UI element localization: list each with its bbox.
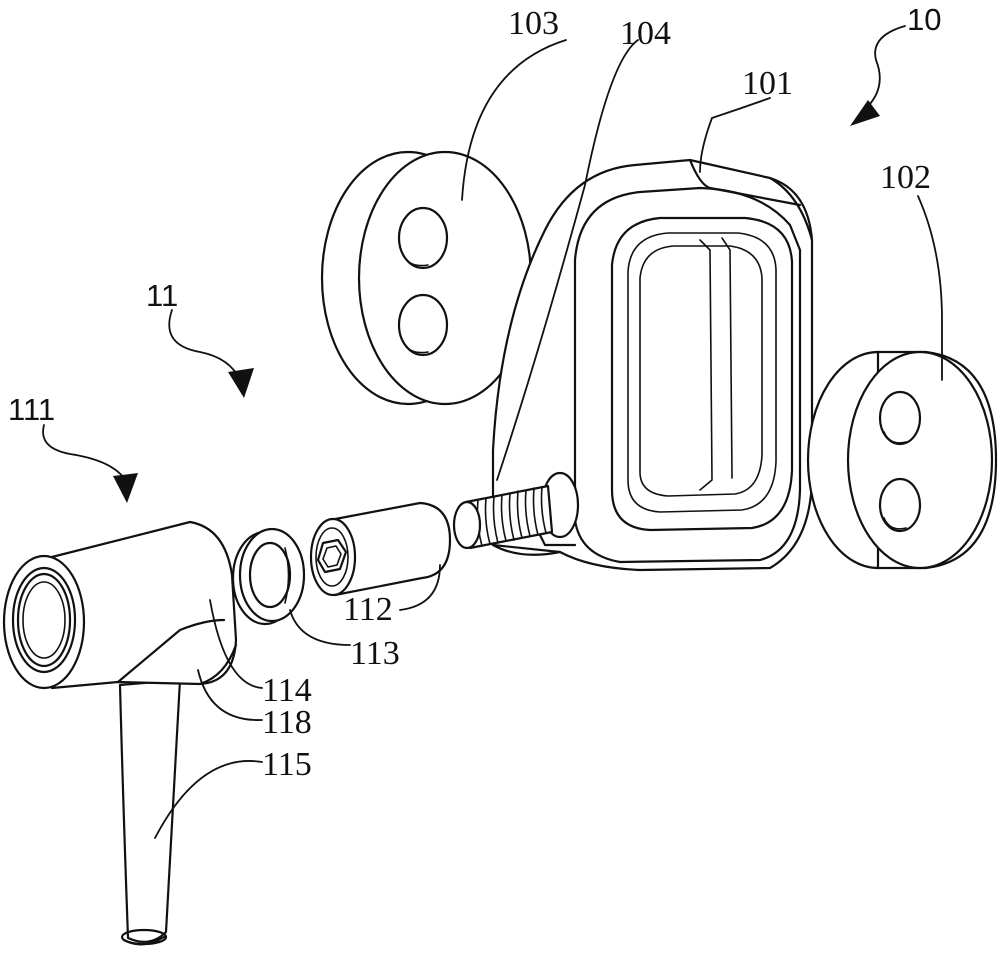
reference-numerals: 10 101 102 103 104 11 111 112 113 114 11… [8, 2, 941, 783]
label-10: 10 [907, 2, 941, 37]
arrow-10 [861, 25, 906, 113]
label-101: 101 [742, 65, 793, 102]
washer-113 [231, 527, 306, 626]
label-11: 11 [146, 278, 178, 313]
label-102: 102 [880, 159, 931, 196]
threaded-screw-104 [452, 471, 580, 550]
handle-assembly-111 [2, 520, 238, 946]
arrow-head-icon [850, 100, 880, 126]
disc-103 [320, 150, 533, 406]
disc-102-hole-upper [878, 390, 922, 446]
disc-102-hole-lower [878, 477, 922, 533]
disc-102 [806, 350, 998, 570]
arrow-111 [42, 424, 125, 479]
disc-103-hole-upper [397, 206, 449, 270]
label-118: 118 [262, 704, 312, 741]
hex-sleeve-112 [309, 501, 452, 597]
screw-threads [476, 486, 547, 547]
label-111: 111 [8, 392, 55, 427]
label-114: 114 [262, 672, 312, 709]
reference-arrows [42, 25, 906, 503]
arrow-11 [168, 309, 241, 381]
label-112: 112 [343, 591, 393, 628]
disc-103-hole-lower [397, 293, 449, 357]
bracket-frame-101 [491, 158, 814, 572]
leader-lines [154, 39, 943, 839]
label-115: 115 [262, 746, 312, 783]
label-113: 113 [350, 635, 400, 672]
arrow-head-icon [228, 368, 254, 398]
label-104: 104 [620, 15, 671, 52]
hex-socket-icon [316, 538, 348, 574]
arrow-head-icon [113, 473, 138, 503]
label-103: 103 [508, 5, 559, 42]
shaft-115 [118, 678, 182, 943]
